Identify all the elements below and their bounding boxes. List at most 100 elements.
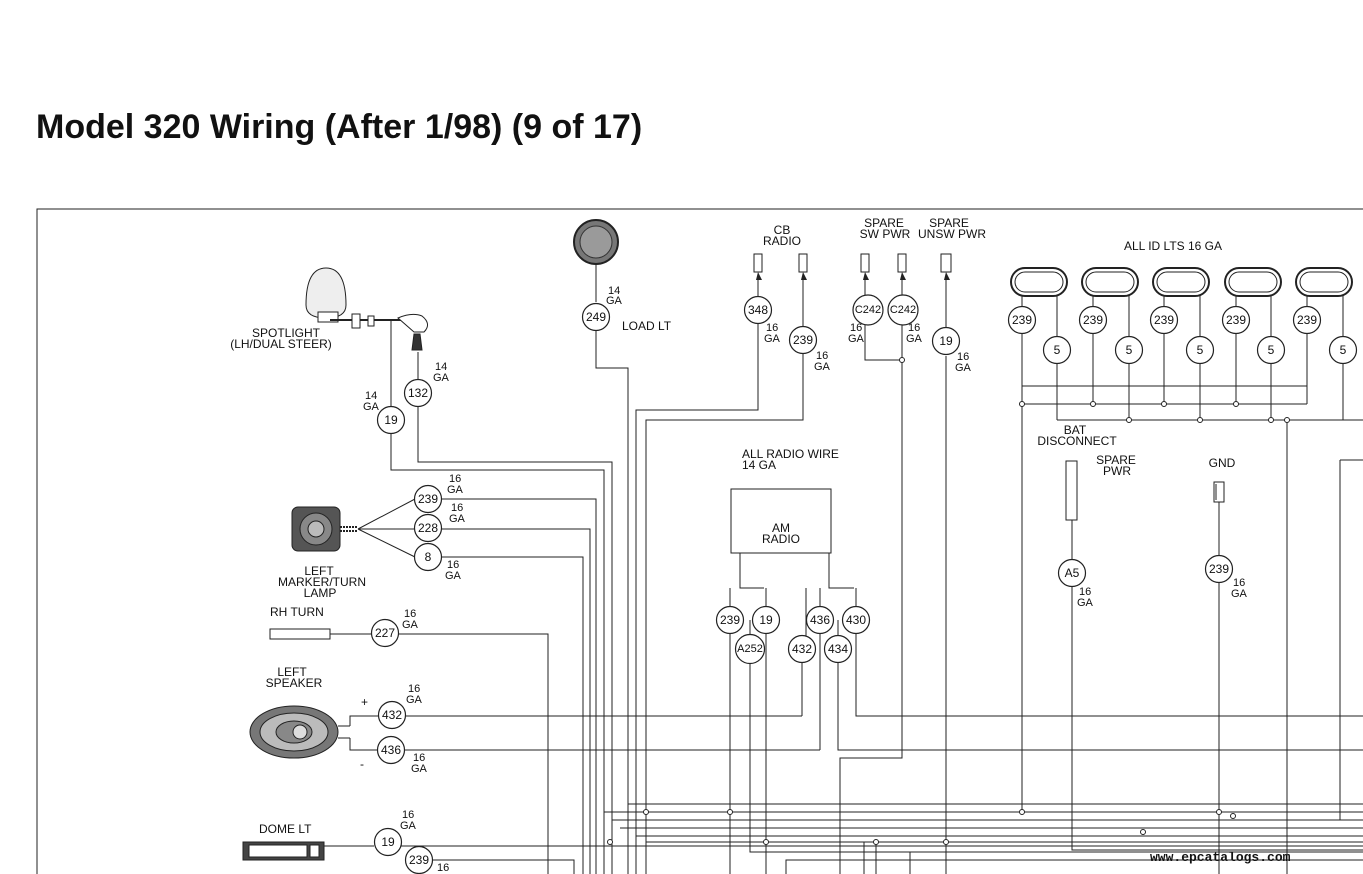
- svg-text:16: 16: [408, 683, 420, 695]
- svg-text:14: 14: [608, 285, 620, 297]
- spotlight-label: SPOTLIGHT: [252, 326, 321, 340]
- svg-text:16: 16: [816, 350, 828, 362]
- svg-text:16: 16: [402, 809, 414, 821]
- circuit-348: 348: [743, 295, 773, 325]
- svg-text:239: 239: [720, 613, 740, 627]
- spotlight-icon: [305, 267, 428, 351]
- am-radio-label: AM: [772, 521, 790, 535]
- svg-text:GA: GA: [814, 361, 831, 373]
- circuit-430: 430: [841, 605, 871, 635]
- spare-sw-pwr-connector-icon: [860, 253, 907, 280]
- circuit-239: 239: [1149, 305, 1179, 335]
- svg-text:239: 239: [409, 853, 429, 867]
- circuit-8: 8: [413, 542, 443, 572]
- gnd-label: GND: [1209, 456, 1236, 470]
- svg-text:GA: GA: [402, 619, 419, 631]
- svg-text:GA: GA: [411, 763, 428, 775]
- circuit-228: 228: [413, 513, 443, 543]
- am-radio-label-sub: RADIO: [762, 532, 800, 546]
- svg-text:436: 436: [381, 743, 401, 757]
- svg-text:GA: GA: [406, 694, 423, 706]
- left-marker-label: LEFT: [304, 564, 334, 578]
- circuit-c242: C242: [852, 294, 884, 326]
- circuit-a5: A5: [1057, 558, 1087, 588]
- circuit-432: 432: [787, 634, 817, 664]
- circuit-436: 436: [376, 735, 406, 765]
- svg-text:GA: GA: [955, 362, 972, 374]
- gnd-connector-icon: [1213, 481, 1225, 503]
- svg-text:GA: GA: [433, 372, 450, 384]
- left-marker-label-3: LAMP: [304, 586, 337, 600]
- speaker-plus: +: [361, 695, 368, 709]
- circuit-19: 19: [376, 405, 406, 435]
- svg-text:C242: C242: [855, 304, 881, 316]
- svg-text:16: 16: [437, 862, 449, 874]
- circuit-239: 239: [788, 325, 818, 355]
- circuit-239: 239: [1204, 554, 1234, 584]
- svg-text:5: 5: [1340, 343, 1347, 357]
- left-speaker-label: LEFT: [277, 665, 307, 679]
- circuit-436: 436: [805, 605, 835, 635]
- svg-text:A252: A252: [737, 643, 763, 655]
- dome-lt-label: DOME LT: [259, 822, 312, 836]
- cb-radio-label-sub: RADIO: [763, 234, 801, 248]
- circuit-227: 227: [370, 618, 400, 648]
- circuit-19: 19: [751, 605, 781, 635]
- svg-text:5: 5: [1054, 343, 1061, 357]
- svg-text:16: 16: [766, 322, 778, 334]
- svg-text:239: 239: [1083, 313, 1103, 327]
- am-radio-box: [730, 488, 832, 554]
- svg-text:16: 16: [1233, 577, 1245, 589]
- diagram-frame: [36, 208, 1363, 874]
- spare-unsw-pwr-label-sub: UNSW PWR: [918, 227, 986, 241]
- svg-text:GA: GA: [445, 570, 462, 582]
- svg-text:14: 14: [365, 390, 377, 402]
- svg-text:239: 239: [1209, 562, 1229, 576]
- circuit-239: 239: [1292, 305, 1322, 335]
- cb-radio-connector-icon: [753, 253, 808, 280]
- load-light-icon: [573, 219, 619, 265]
- spare-sw-pwr-label: SPARE: [864, 216, 904, 230]
- wire-harness: [324, 264, 1363, 874]
- svg-text:432: 432: [382, 708, 402, 722]
- circuit-239: 239: [1221, 305, 1251, 335]
- svg-text:16: 16: [413, 752, 425, 764]
- all-id-lts-label: ALL ID LTS 16 GA: [1124, 239, 1222, 253]
- svg-text:348: 348: [748, 303, 768, 317]
- svg-text:14: 14: [435, 361, 447, 373]
- svg-text:16: 16: [850, 322, 862, 334]
- svg-text:239: 239: [1154, 313, 1174, 327]
- svg-text:A5: A5: [1065, 566, 1080, 580]
- circuit-132: 132: [403, 378, 433, 408]
- svg-text:5: 5: [1268, 343, 1275, 357]
- svg-text:430: 430: [846, 613, 866, 627]
- circuit-239: 239: [413, 484, 443, 514]
- circuit-5: 5: [1328, 335, 1358, 365]
- circuit-5: 5: [1185, 335, 1215, 365]
- dome-light-icon: [242, 841, 325, 861]
- svg-text:GA: GA: [606, 295, 623, 307]
- svg-text:239: 239: [1012, 313, 1032, 327]
- circuit-a252: A252: [734, 633, 766, 665]
- watermark-text: www.epcatalogs.com: [1150, 850, 1291, 865]
- left-marker-label-2: MARKER/TURN: [278, 575, 366, 589]
- all-radio-wire-label: ALL RADIO WIRE: [742, 447, 839, 461]
- speaker-minus: -: [360, 757, 364, 771]
- svg-text:GA: GA: [447, 484, 464, 496]
- bat-disconnect-icon: [1065, 460, 1078, 521]
- circuit-239: 239: [715, 605, 745, 635]
- svg-text:19: 19: [381, 835, 395, 849]
- svg-text:C242: C242: [890, 304, 916, 316]
- svg-text:8: 8: [425, 550, 432, 564]
- svg-text:16: 16: [1079, 586, 1091, 598]
- svg-text:GA: GA: [400, 820, 417, 832]
- svg-text:GA: GA: [906, 333, 923, 345]
- svg-text:19: 19: [759, 613, 773, 627]
- spare-pwr-label-sub: PWR: [1103, 464, 1131, 478]
- spare-pwr-label: SPARE: [1096, 453, 1136, 467]
- svg-text:GA: GA: [363, 401, 380, 413]
- svg-text:19: 19: [384, 413, 398, 427]
- circuit-239: 239: [1078, 305, 1108, 335]
